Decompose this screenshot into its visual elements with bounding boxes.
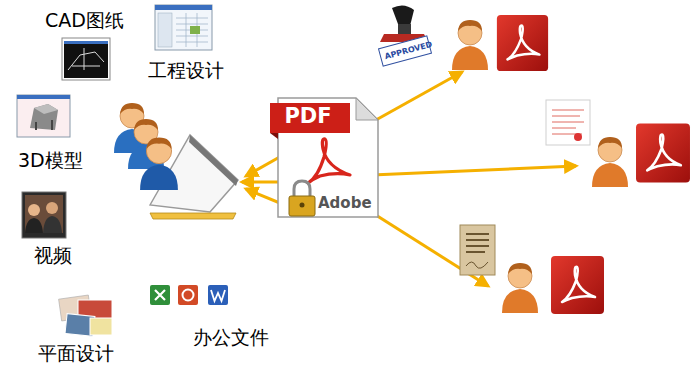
format-label: 办公文件: [193, 327, 269, 349]
format-label: 工程设计: [148, 60, 224, 82]
format-label: 视频: [34, 245, 72, 267]
adobe-text: Adobe: [318, 196, 372, 211]
format-label: CAD图纸: [45, 10, 124, 32]
format-label: 3D模型: [18, 150, 83, 172]
format-label: 平面设计: [38, 343, 114, 365]
pdf-document: PDF Adobe: [268, 95, 380, 219]
pdf-banner-text: PDF: [268, 100, 348, 132]
